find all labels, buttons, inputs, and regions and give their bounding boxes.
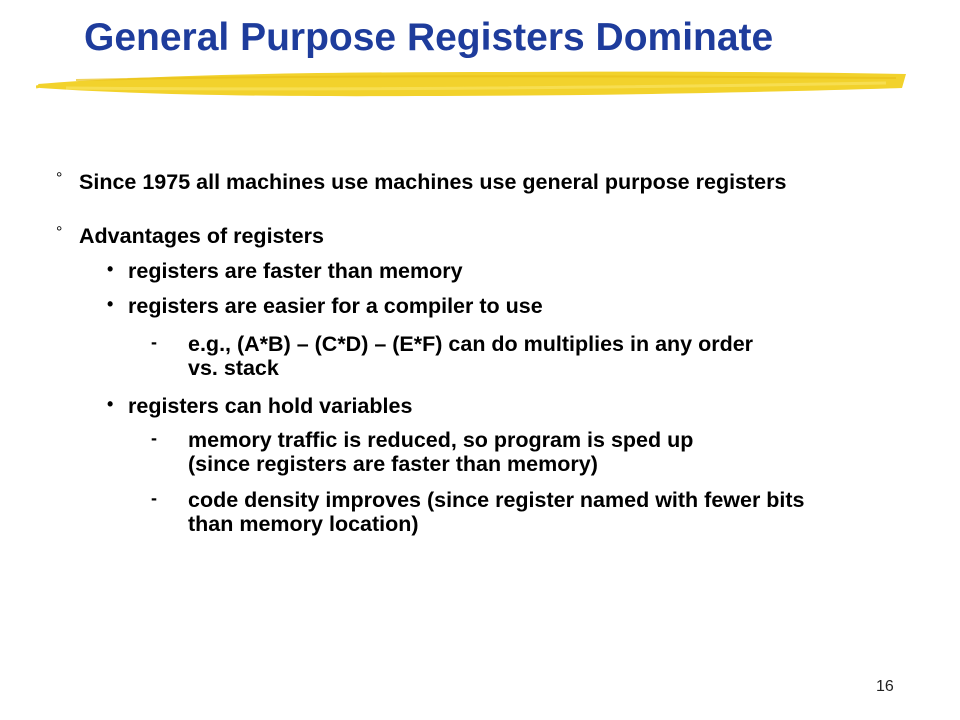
bullet-eg-multiplies-line2: vs. stack	[188, 356, 279, 380]
bullet-marker-level3: -	[151, 332, 157, 352]
bullet-faster-than-memory: registers are faster than memory	[128, 259, 463, 283]
bullet-code-density-line2: than memory location)	[188, 512, 419, 536]
bullet-easier-for-compiler: registers are easier for a compiler to u…	[128, 294, 543, 318]
bullet-advantages: Advantages of registers	[79, 224, 324, 248]
bullet-eg-multiplies-line1: e.g., (A*B) – (C*D) – (E*F) can do multi…	[188, 332, 754, 356]
bullet-marker-level2: •	[107, 394, 114, 414]
bullet-memory-traffic-line1: memory traffic is reduced, so program is…	[188, 428, 694, 452]
bullet-hold-variables: registers can hold variables	[128, 394, 413, 418]
bullet-marker-level3: -	[151, 428, 157, 448]
page-number: 16	[876, 678, 894, 695]
title-underline-brushstroke	[36, 71, 906, 97]
bullet-marker-level2: •	[107, 259, 114, 279]
bullet-marker-level1: °	[56, 224, 63, 241]
bullet-marker-level3: -	[151, 488, 157, 508]
slide-title: General Purpose Registers Dominate	[84, 16, 774, 59]
bullet-marker-level1: °	[56, 170, 63, 187]
bullet-code-density-line1: code density improves (since register na…	[188, 488, 805, 512]
bullet-since-1975: Since 1975 all machines use machines use…	[79, 170, 787, 194]
bullet-marker-level2: •	[107, 294, 114, 314]
bullet-memory-traffic-line2: (since registers are faster than memory)	[188, 452, 598, 476]
